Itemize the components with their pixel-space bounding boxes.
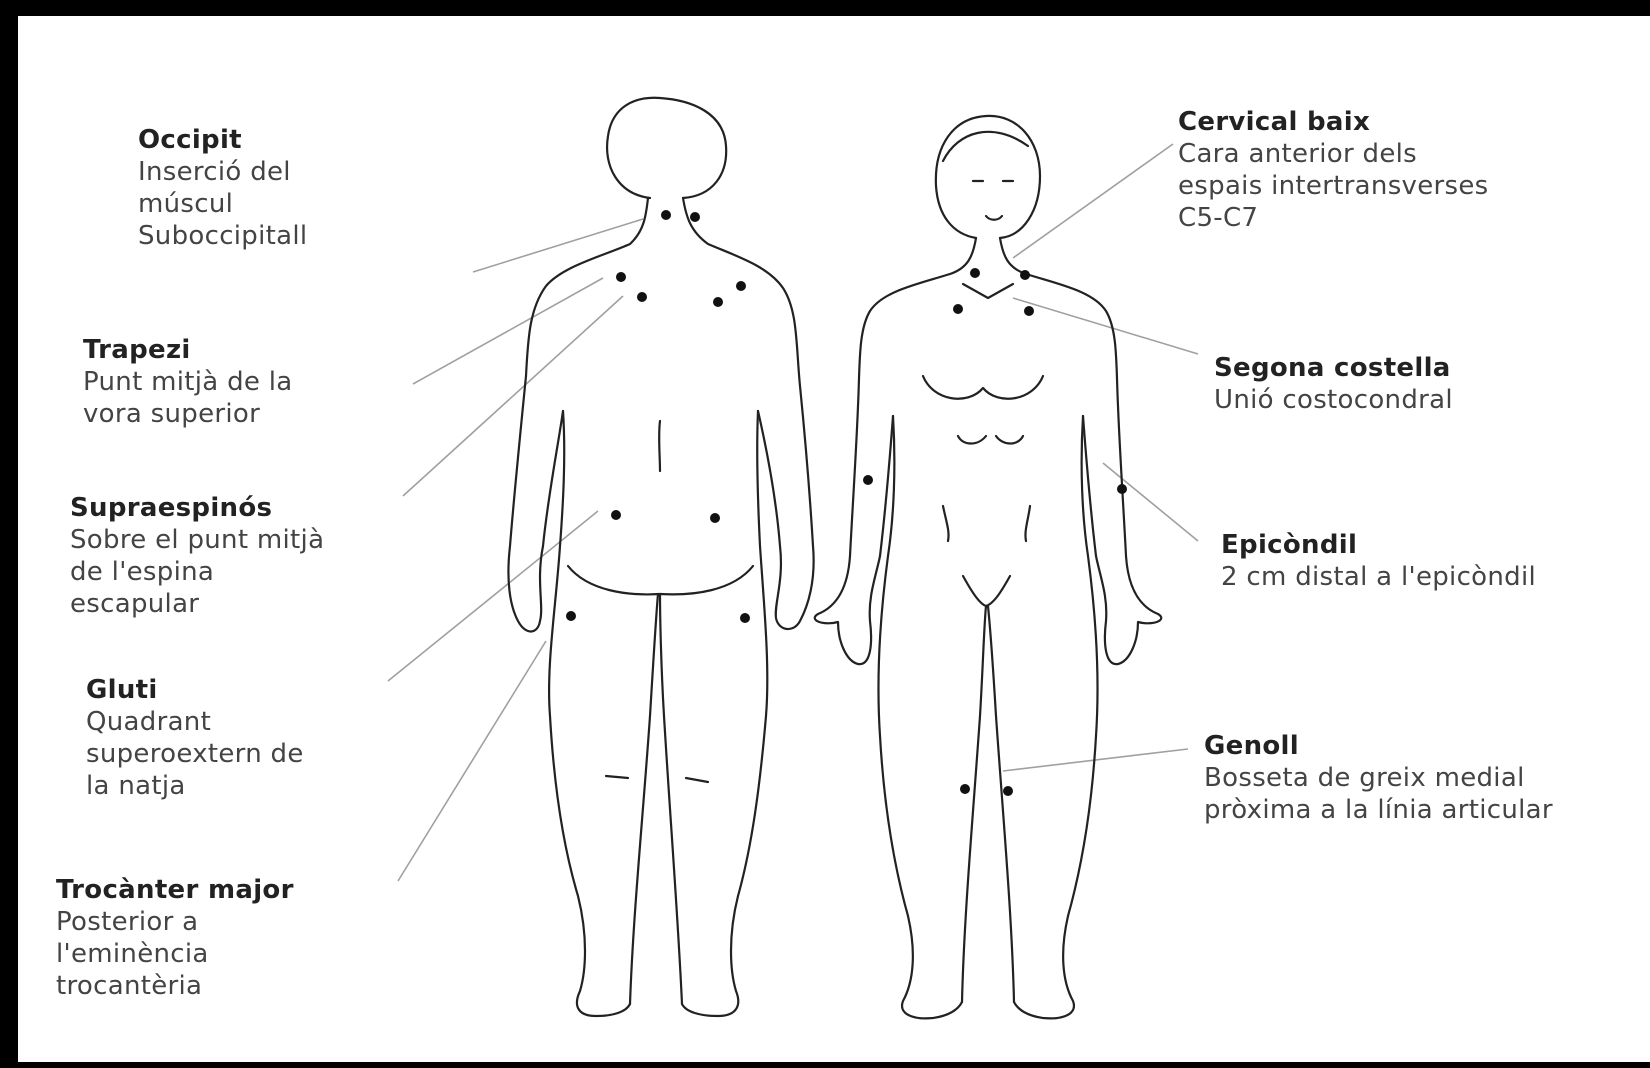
label-trapezi-title: Trapezi bbox=[83, 334, 293, 366]
label-trapezi-desc: Punt mitjà de la vora superior bbox=[83, 366, 293, 430]
label-genoll-title: Genoll bbox=[1204, 730, 1553, 762]
leader-trapezi bbox=[413, 278, 603, 384]
label-occipit-title: Occipit bbox=[138, 124, 307, 156]
label-supraespinos: Supraespinós Sobre el punt mitjà de l'es… bbox=[70, 492, 324, 620]
point-trapezi-left bbox=[616, 272, 626, 282]
front-inner-left-leg bbox=[962, 606, 986, 1002]
point-cervical-left bbox=[970, 268, 980, 278]
back-view-figure bbox=[508, 98, 813, 1016]
back-left-knee-mark bbox=[606, 776, 628, 778]
label-supraespinos-desc: Sobre el punt mitjà de l'espina escapula… bbox=[70, 524, 324, 620]
point-genoll-left bbox=[960, 784, 970, 794]
label-gluti-desc: Quadrant superoextern de la natja bbox=[86, 706, 304, 802]
back-inner-right-leg bbox=[660, 594, 682, 1004]
back-right-knee-mark bbox=[686, 778, 708, 782]
label-supraespinos-title: Supraespinós bbox=[70, 492, 324, 524]
point-supraespinos-right bbox=[713, 297, 723, 307]
leader-gluti bbox=[388, 511, 598, 681]
back-left-leg bbox=[549, 411, 630, 1016]
point-epicondil-left bbox=[863, 475, 873, 485]
front-ribs bbox=[958, 436, 1023, 444]
front-left-leg bbox=[878, 416, 962, 1018]
label-trapezi: Trapezi Punt mitjà de la vora superior bbox=[83, 334, 293, 430]
front-face bbox=[973, 181, 1013, 220]
label-gluti-title: Gluti bbox=[86, 674, 304, 706]
point-supraespinos-left bbox=[637, 292, 647, 302]
label-cervical-title: Cervical baix bbox=[1178, 106, 1489, 138]
front-hair bbox=[943, 132, 1028, 161]
label-genoll: Genoll Bosseta de greix medial pròxima a… bbox=[1204, 730, 1553, 826]
point-gluti-right bbox=[710, 513, 720, 523]
front-head bbox=[936, 116, 1040, 238]
label-epicondil-desc: 2 cm distal a l'epicòndil bbox=[1221, 561, 1536, 593]
back-right-arm bbox=[683, 198, 814, 629]
point-trocanter-left bbox=[566, 611, 576, 621]
label-gluti: Gluti Quadrant superoextern de la natja bbox=[86, 674, 304, 802]
point-costella-right bbox=[1024, 306, 1034, 316]
label-occipit-desc: Inserció del múscul Suboccipitall bbox=[138, 156, 307, 252]
back-inner-left-leg bbox=[630, 594, 658, 1004]
back-buttock-line bbox=[568, 566, 753, 594]
diagram-canvas: Occipit Inserció del múscul Suboccipital… bbox=[18, 16, 1650, 1062]
leader-trocanter bbox=[398, 641, 546, 881]
label-costella-title: Segona costella bbox=[1214, 352, 1453, 384]
point-epicondil-right bbox=[1117, 484, 1127, 494]
back-head bbox=[607, 98, 726, 198]
label-epicondil: Epicòndil 2 cm distal a l'epicòndil bbox=[1221, 529, 1536, 593]
leader-occipit bbox=[473, 219, 643, 272]
leader-lines bbox=[388, 144, 1198, 881]
label-genoll-desc: Bosseta de greix medial pròxima a la lín… bbox=[1204, 762, 1553, 826]
point-gluti-left bbox=[611, 510, 621, 520]
front-view-figure bbox=[815, 116, 1161, 1018]
front-inner-right-leg bbox=[988, 606, 1014, 1002]
front-hips bbox=[943, 506, 1030, 541]
label-cervical-desc: Cara anterior dels espais intertransvers… bbox=[1178, 138, 1489, 234]
front-groin bbox=[963, 576, 1010, 606]
label-trocanter-title: Trocànter major bbox=[56, 874, 294, 906]
front-right-leg bbox=[1014, 416, 1098, 1018]
label-costella-desc: Unió costocondral bbox=[1214, 384, 1453, 416]
point-genoll-right bbox=[1003, 786, 1013, 796]
front-clavicle bbox=[963, 284, 1013, 298]
leader-supraespinos bbox=[403, 296, 623, 496]
point-occipit-left bbox=[661, 210, 671, 220]
point-trapezi-right bbox=[736, 281, 746, 291]
point-costella-left bbox=[953, 304, 963, 314]
label-cervical: Cervical baix Cara anterior dels espais … bbox=[1178, 106, 1489, 234]
point-occipit-right bbox=[690, 212, 700, 222]
leader-epicondil bbox=[1103, 463, 1198, 541]
label-epicondil-title: Epicòndil bbox=[1221, 529, 1536, 561]
point-trocanter-right bbox=[740, 613, 750, 623]
back-right-leg bbox=[682, 411, 767, 1016]
front-chest bbox=[923, 376, 1043, 399]
label-costella: Segona costella Unió costocondral bbox=[1214, 352, 1453, 416]
back-spine-mark bbox=[659, 421, 660, 471]
leader-costella bbox=[1013, 298, 1198, 354]
label-occipit: Occipit Inserció del múscul Suboccipital… bbox=[138, 124, 307, 252]
label-trocanter: Trocànter major Posterior a l'eminència … bbox=[56, 874, 294, 1002]
label-trocanter-desc: Posterior a l'eminència trocantèria bbox=[56, 906, 294, 1002]
point-cervical-right bbox=[1020, 270, 1030, 280]
